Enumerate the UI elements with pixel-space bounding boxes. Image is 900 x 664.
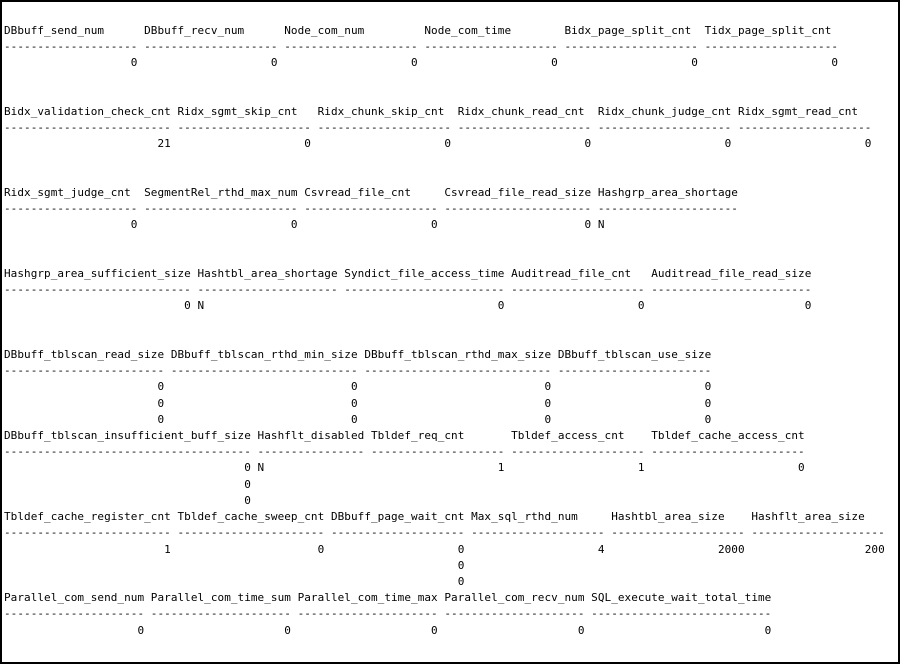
db-statistics-output: DBbuff_send_num DBbuff_recv_num Node_com…	[4, 24, 885, 637]
